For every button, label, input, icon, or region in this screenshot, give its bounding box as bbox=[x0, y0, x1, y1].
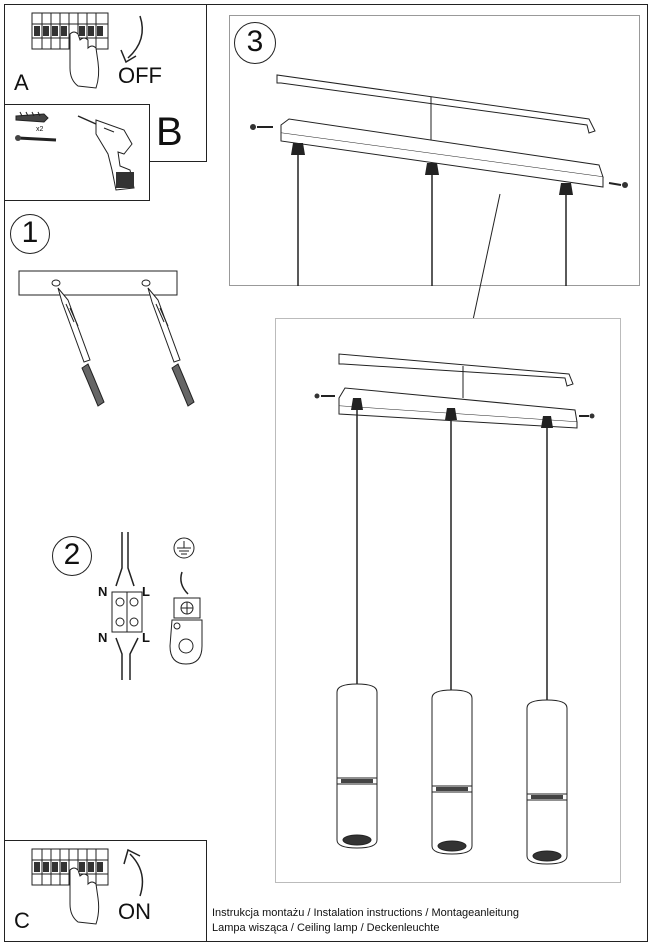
ceiling-mount-drilling-illustration bbox=[18, 270, 195, 407]
arrow-down-icon bbox=[120, 15, 143, 64]
drill-icon bbox=[77, 115, 135, 191]
page-frame bbox=[4, 4, 648, 942]
step-b-count: x2 bbox=[36, 126, 44, 133]
step-2-number: 2 bbox=[52, 536, 92, 576]
footer-line-1: Instrukcja montażu / Instalation instruc… bbox=[212, 907, 519, 919]
step-3-number: 3 bbox=[234, 22, 276, 64]
step-c-action: ON bbox=[118, 899, 151, 924]
step-a-action: OFF bbox=[118, 63, 162, 88]
step-a-label: A bbox=[14, 70, 29, 95]
step-b-label: B bbox=[156, 110, 183, 154]
terminal-block-wiring-diagram bbox=[111, 532, 143, 680]
ceiling-canopy-assembly-illustration bbox=[250, 74, 628, 286]
footer-line-2: Lampa wisząca / Ceiling lamp / Deckenleu… bbox=[212, 922, 440, 934]
earth-terminal-illustration bbox=[169, 537, 203, 665]
step-c-label: C bbox=[14, 908, 30, 933]
wire-l-top: L bbox=[142, 584, 150, 599]
wire-n-top: N bbox=[98, 584, 108, 599]
wire-l-bottom: L bbox=[142, 630, 150, 645]
pendant-lamp-illustration bbox=[314, 353, 595, 865]
breaker-off-illustration bbox=[31, 12, 109, 89]
arrow-up-icon bbox=[123, 848, 144, 897]
step-b-label-box bbox=[150, 104, 207, 162]
wire-n-bottom: N bbox=[98, 630, 108, 645]
step-1-number: 1 bbox=[10, 214, 50, 254]
wall-plug-and-screw-icon bbox=[15, 111, 57, 142]
breaker-on-illustration bbox=[31, 848, 109, 925]
